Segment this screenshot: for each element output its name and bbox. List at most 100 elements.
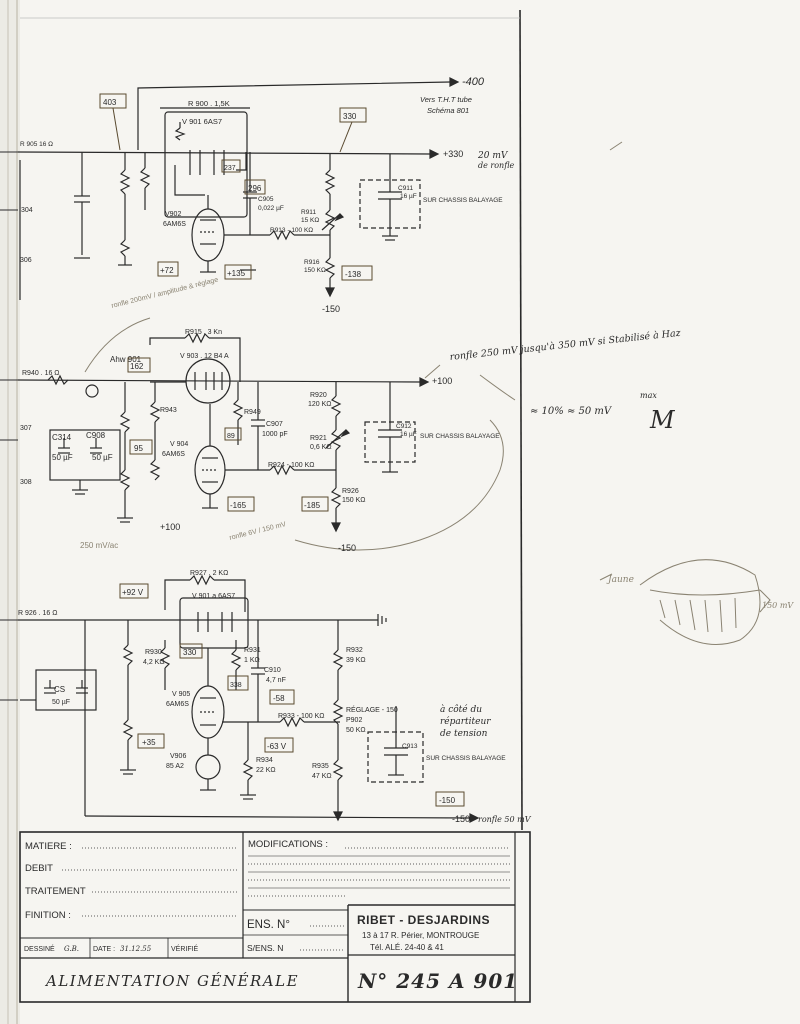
box-296: 296 [248, 184, 262, 193]
r932-val: 39 KΩ [346, 657, 366, 664]
c910-val: 4,7 nF [266, 677, 286, 684]
note-ronfle-top: de ronfle [478, 161, 515, 170]
box-72: +72 [160, 266, 174, 275]
r913-label: R913 - 100 KΩ [270, 227, 313, 234]
c908-label: C908 [86, 431, 106, 440]
top-section [17, 77, 460, 300]
rail-neg150-top: -150 [322, 304, 340, 314]
v905-label: V 905 [172, 691, 190, 698]
company-tel: Tél. ALÉ. 24-40 & 41 [370, 943, 444, 952]
ahw-label: Ahw 901 [110, 355, 142, 364]
r905-label: R 905 16 Ω [20, 141, 53, 148]
box-338: 338 [230, 682, 242, 689]
r932-label: R932 [346, 647, 363, 654]
r926b-label: R 926 . 16 Ω [18, 610, 57, 617]
box-neg138: -138 [345, 270, 362, 279]
traitement-label: TRAITEMENT [25, 886, 86, 897]
rail-neg400-label: -400 [462, 76, 485, 88]
v906-label: V906 [170, 753, 186, 760]
box-neg63: -63 V [267, 742, 287, 751]
box-neg58: -58 [273, 694, 285, 703]
box-neg150: -150 [439, 796, 456, 805]
drawing-number: N° 245 A 901 [357, 969, 518, 993]
top-labels: -400 Vers T.H.T tube Schéma 801 R 900 . … [20, 76, 515, 314]
box-237: 237 [224, 165, 236, 172]
v904-label: V 904 [170, 441, 188, 448]
dessine-label: DESSINÉ [24, 944, 55, 953]
c913-label: C913 [402, 743, 418, 750]
box-330-top: 330 [343, 112, 357, 121]
debit-label: DEBIT [25, 863, 53, 874]
v901-label: V 901 6AS7 [182, 117, 222, 126]
v902-label: V902 [165, 211, 181, 218]
ens-label: ENS. N° [247, 919, 290, 931]
r931-label: R931 [244, 647, 261, 654]
r900-label: R 900 . 1,5K [188, 99, 230, 108]
r934-label: R934 [256, 757, 273, 764]
middle-section [17, 332, 430, 533]
r934-val: 22 KΩ [256, 767, 276, 774]
box-neg185: -185 [304, 501, 321, 510]
c910-label: C910 [264, 667, 281, 674]
out-100-label: +100 [432, 376, 452, 386]
note-250mv: 250 mV/ac [80, 541, 118, 550]
dessine-val: G.B. [64, 945, 79, 953]
bottom-section [18, 574, 480, 823]
title-block [19, 831, 531, 1003]
r935-val: 47 KΩ [312, 773, 332, 780]
r949-label: R949 [244, 409, 261, 416]
v905-type: 6AM6S [166, 701, 189, 708]
company-address: 13 à 17 R. Périer, MONTROUGE [362, 931, 479, 940]
ronfle-note-bottom: ronfle 50 mV [478, 815, 532, 824]
jaune-note: Jaune [606, 575, 634, 585]
c911-val: 16 µF [400, 193, 417, 200]
box-89: 89 [227, 433, 235, 440]
r916-label: R916 [304, 259, 320, 266]
m-scribble: M [649, 406, 676, 434]
sur-chassis-top: SUR CHASSIS BALAYAGE [423, 197, 503, 204]
note-cote-1: à côté du [440, 704, 482, 715]
box-135: +135 [227, 269, 246, 278]
box-neg165: -165 [230, 501, 247, 510]
c905-val: 0,022 µF [258, 205, 284, 212]
box-162: 162 [130, 362, 144, 371]
out-330-label: +330 [443, 149, 463, 159]
r924-label: R924 - 100 KΩ [268, 462, 314, 469]
vers-tht-2: Schéma 801 [427, 106, 469, 115]
label-308: 308 [20, 479, 32, 486]
v902-type: 6AM6S [163, 221, 186, 228]
box-92v: +92 V [122, 588, 144, 597]
c314-label: C314 [52, 433, 72, 442]
label-304: 304 [21, 207, 33, 214]
middle-pencil-marks [84, 141, 771, 645]
r933-label: R933 - 100 KΩ [278, 713, 324, 720]
v901a-label: V 901 a 6AS7 [192, 593, 235, 600]
c912-label: C912 [396, 423, 412, 430]
finition-label: FINITION : [25, 910, 71, 921]
sens-label: S/ENS. N [247, 943, 283, 953]
date-label: DATE : [93, 946, 115, 953]
box-35: +35 [142, 738, 156, 747]
top-voltage-boxes [99, 93, 373, 281]
r920-val: 120 KΩ [308, 401, 332, 408]
r931-val: 1 KΩ [244, 657, 260, 664]
r921-val: 0,6 KΩ [310, 444, 332, 451]
matiere-label: MATIERE : [25, 841, 72, 852]
c907-val: 1000 pF [262, 431, 288, 438]
middle-voltage-boxes [127, 357, 329, 512]
r915-label: R915 . 3 Kn [185, 329, 222, 336]
c912-val: 16 µF [400, 431, 417, 438]
mv-note-mid: ≈ 10% ≈ 50 mV [530, 406, 613, 417]
v906-type: 85 A2 [166, 763, 184, 770]
note-cote-3: de tension [440, 729, 488, 739]
r911-label: R911 [301, 209, 316, 216]
r926-val: 150 KΩ [342, 497, 366, 504]
c908-val: 50 µF [92, 453, 113, 462]
p902-val: 50 KΩ [346, 727, 366, 734]
box-403: 403 [103, 98, 117, 107]
box-330-bottom: 330 [183, 648, 197, 657]
reglage-label: RÉGLAGE - 150 [346, 705, 398, 714]
mv150-note: 150 mV [762, 601, 794, 610]
note-20mv: 20 mV [477, 151, 509, 161]
